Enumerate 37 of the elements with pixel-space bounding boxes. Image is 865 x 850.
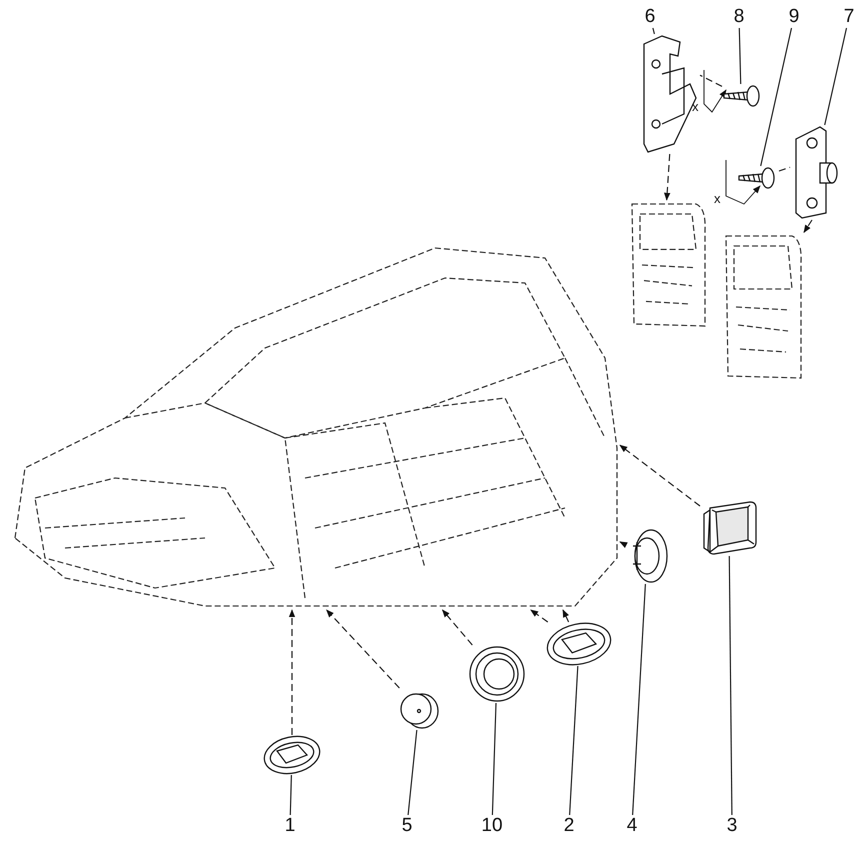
callout-number: 10 <box>478 815 506 837</box>
callout-number: 5 <box>398 815 416 837</box>
dimension-label: x <box>714 192 720 206</box>
assembly-arrow <box>288 609 296 735</box>
callout-number: 4 <box>623 815 641 837</box>
callout-number: 3 <box>723 815 741 837</box>
leader-line <box>824 28 848 126</box>
leader-line <box>738 28 742 84</box>
grommet-drawing <box>468 645 526 703</box>
leader-line <box>760 28 792 166</box>
callout-number: 8 <box>730 6 748 28</box>
callout-number: 1 <box>281 815 299 837</box>
leader-line <box>632 584 646 816</box>
plug-drawing <box>262 735 322 775</box>
leader-line <box>569 666 578 816</box>
leader-line <box>728 556 732 815</box>
assembly-arrow <box>619 444 700 506</box>
assembly-arrow <box>804 220 812 233</box>
leader-line <box>492 702 497 816</box>
dimension-label: x <box>692 100 698 114</box>
alignment-line <box>778 166 790 172</box>
assembly-arrow <box>442 609 473 646</box>
plug-drawing <box>545 622 613 666</box>
assembly-arrow <box>562 609 570 622</box>
callout-number: 2 <box>560 815 578 837</box>
callout-number: 7 <box>840 6 858 28</box>
callout-number: 9 <box>785 6 803 28</box>
assembly-arrow <box>530 610 548 622</box>
assembly-arrow <box>664 154 670 201</box>
bolt-drawing <box>722 84 760 108</box>
leader-line <box>408 730 418 816</box>
assembly-arrow <box>326 609 400 688</box>
callout-number: 6 <box>641 6 659 28</box>
alignment-line <box>700 74 722 87</box>
assembly-arrow <box>619 541 628 548</box>
leader-line <box>652 28 655 34</box>
leader-line <box>290 774 292 816</box>
